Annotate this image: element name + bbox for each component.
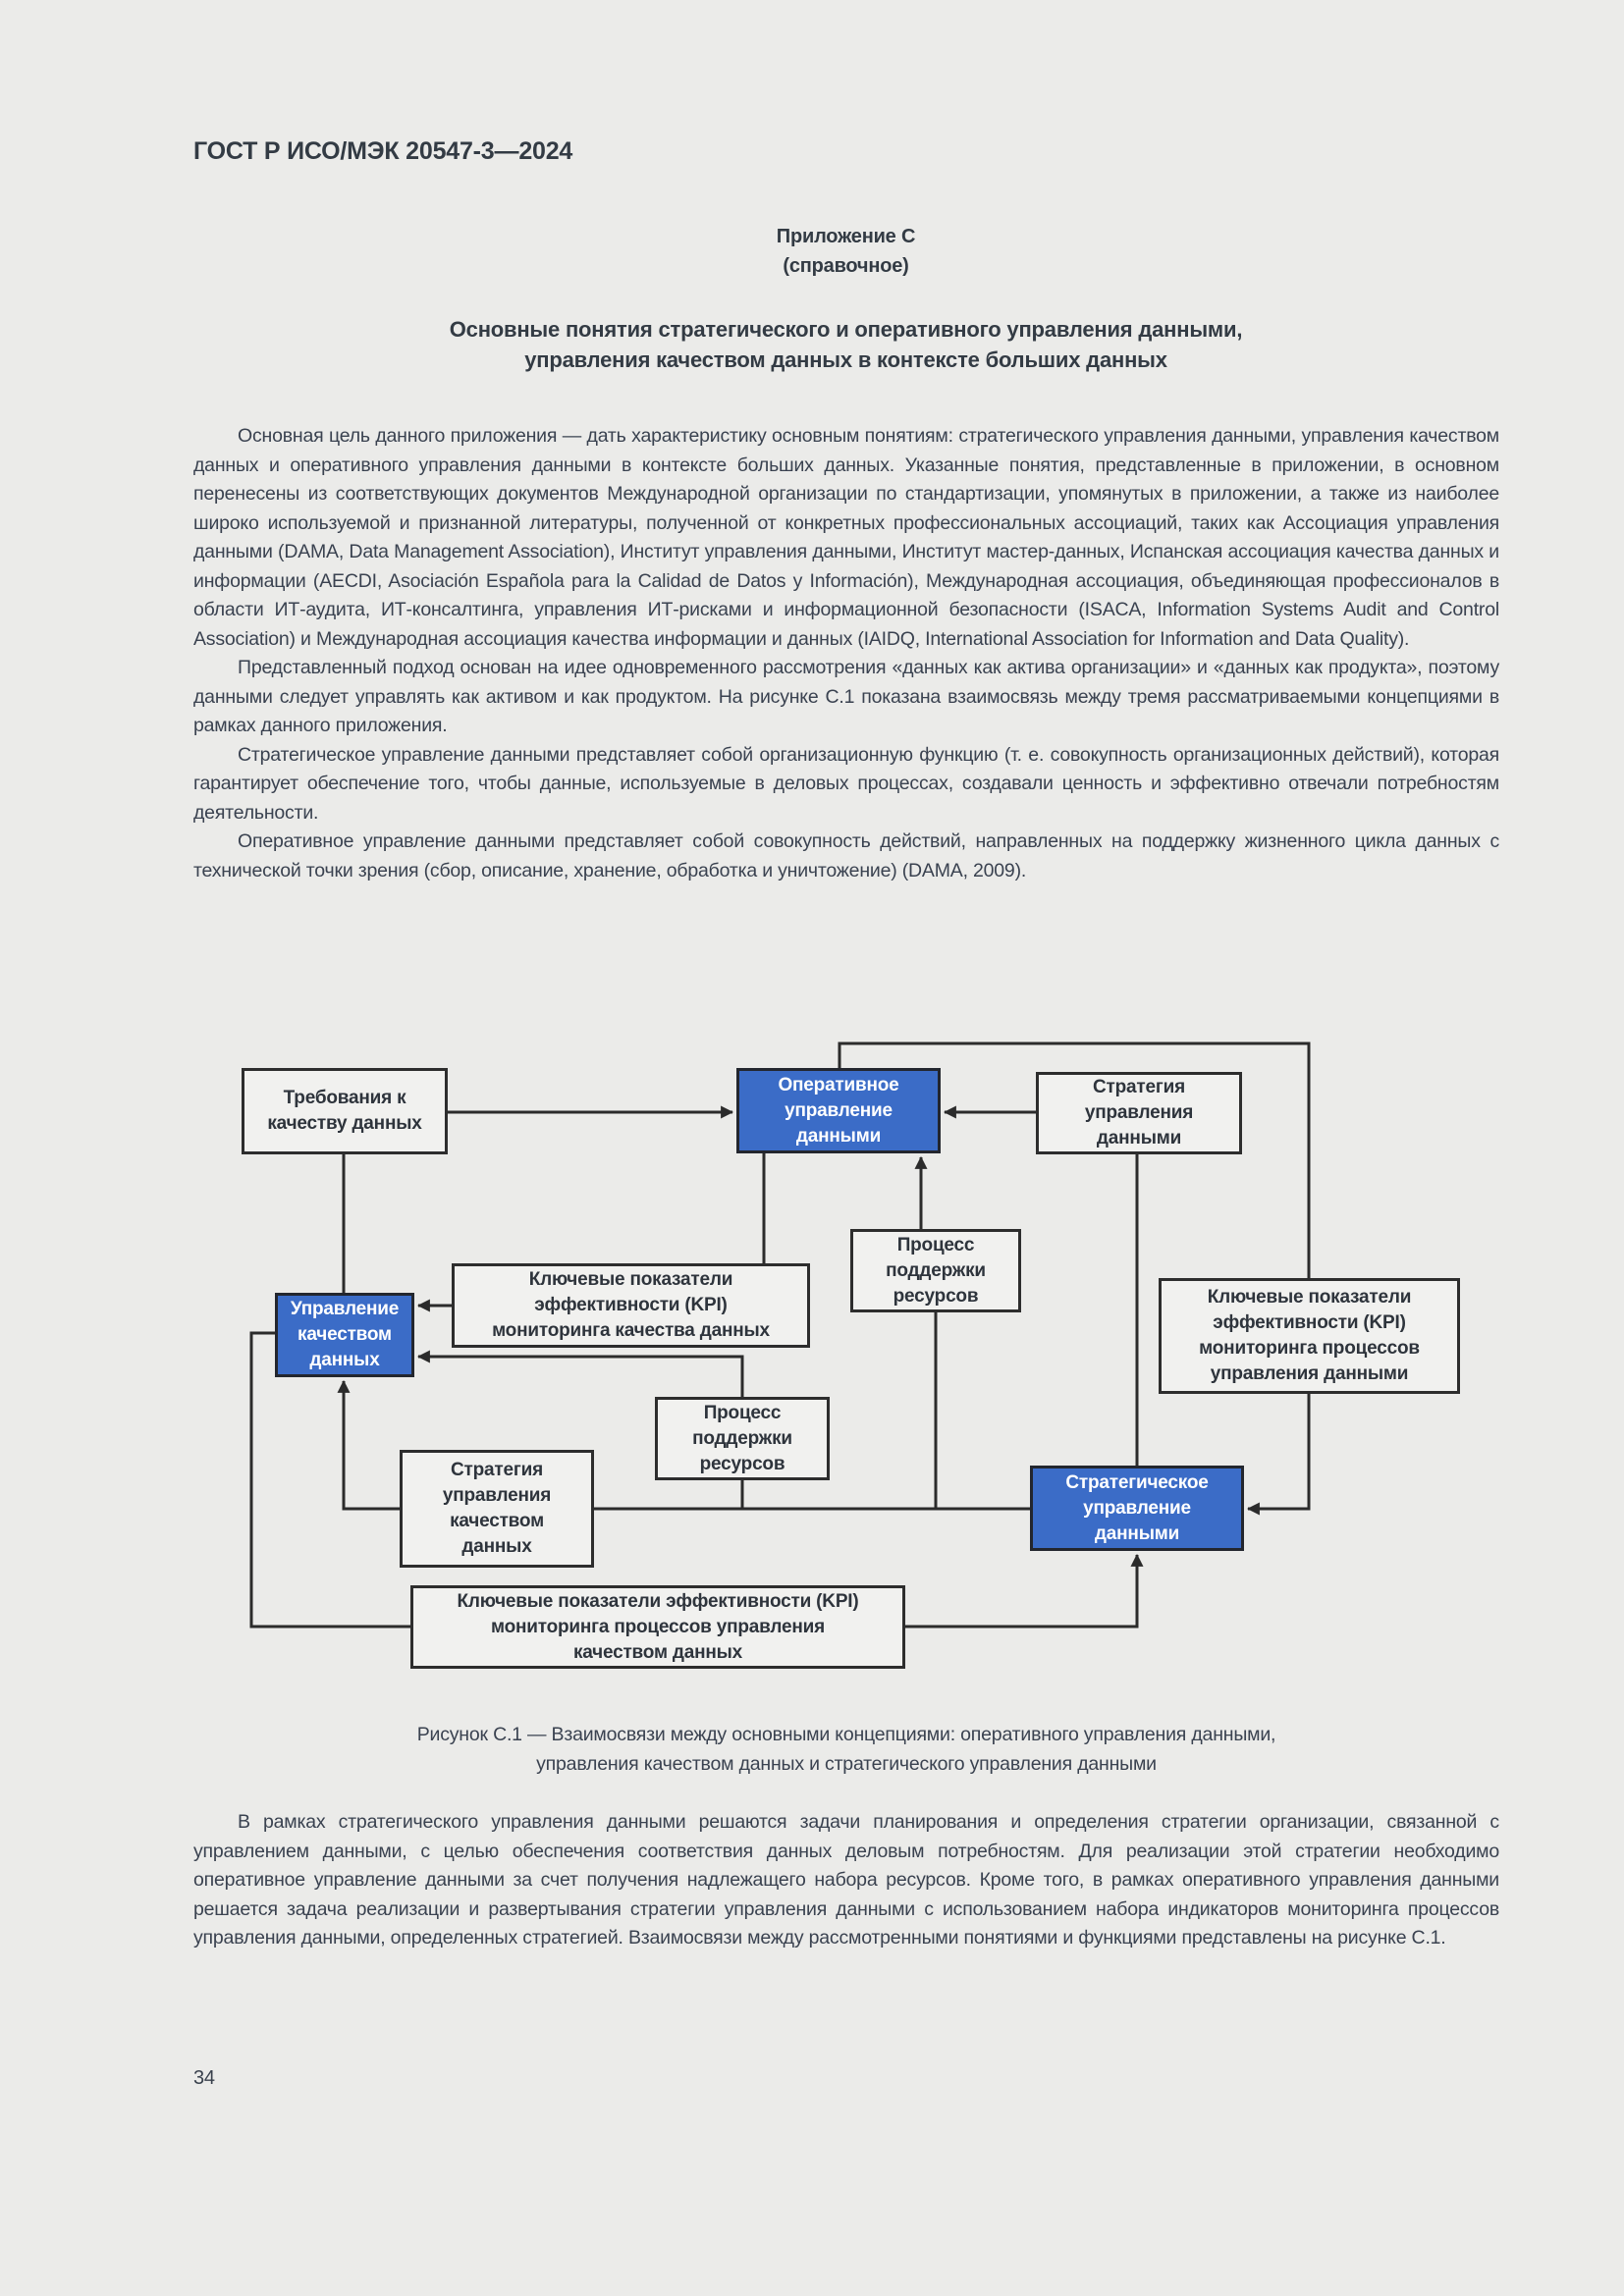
connector-operational-to-kpi-datamgmt — [838, 1041, 1311, 1278]
box-label: Требования к качеству данных — [267, 1088, 422, 1134]
annex-heading: Приложение С (справочное) — [193, 222, 1498, 281]
box-data-quality-management-strategy: Стратегия управления качеством данных — [400, 1450, 594, 1568]
document-title-line1: Основные понятия стратегического и опера… — [449, 317, 1243, 342]
box-resource-support-process-lower: Процесс поддержки ресурсов — [655, 1397, 830, 1480]
box-kpi-quality-management-processes: Ключевые показатели эффективности (KPI) … — [410, 1585, 905, 1669]
connector-kpi-qualproc-to-governance — [905, 1553, 1144, 1629]
box-label: Ключевые показатели эффективности (KPI) … — [457, 1590, 859, 1663]
box-label: Управление качеством данных — [290, 1299, 400, 1370]
figure-caption-line2: управления качеством данных и стратегиче… — [536, 1753, 1157, 1775]
box-label: Процесс поддержки ресурсов — [886, 1234, 986, 1307]
connector-resource-process-to-quality-mgmt — [416, 1350, 744, 1397]
annex-label: Приложение С — [776, 226, 916, 247]
page-number: 34 — [193, 2067, 215, 2089]
box-resource-support-process-upper: Процесс поддержки ресурсов — [850, 1229, 1021, 1312]
box-label: Стратегическое управление данными — [1065, 1471, 1209, 1544]
paragraph: Представленный подход основан на идее од… — [193, 657, 1499, 736]
box-label: Стратегия управления данными — [1084, 1077, 1194, 1148]
box-operational-data-management: Оперативное управление данными — [736, 1068, 941, 1153]
box-kpi-data-management-processes: Ключевые показатели эффективности (KPI) … — [1159, 1278, 1460, 1394]
connector-quality-mgmt-to-kpi-qualproc — [249, 1331, 410, 1629]
connector-kpi-datamgmt-to-governance — [1246, 1394, 1311, 1516]
box-kpi-data-quality-monitoring: Ключевые показатели эффективности (KPI) … — [452, 1263, 810, 1348]
figure-caption: Рисунок С.1 — Взаимосвязи между основным… — [193, 1720, 1499, 1779]
paragraph: В рамках стратегического управления данн… — [193, 1811, 1499, 1949]
document-header: ГОСТ Р ИСО/МЭК 20547-3—2024 — [193, 137, 573, 165]
box-data-quality-management: Управление качеством данных — [275, 1293, 414, 1377]
body-text-block-2: В рамках стратегического управления данн… — [193, 1808, 1499, 1953]
box-label: Ключевые показатели эффективности (KPI) … — [1199, 1287, 1420, 1384]
connector-layer — [249, 1041, 1311, 1629]
box-label: Процесс поддержки ресурсов — [692, 1402, 792, 1474]
document-title-line2: управления качеством данных в контексте … — [524, 347, 1167, 372]
figure-caption-line1: Рисунок С.1 — Взаимосвязи между основным… — [416, 1724, 1276, 1745]
body-text-block-1: Основная цель данного приложения — дать … — [193, 422, 1499, 885]
box-strategic-data-management: Стратегическое управление данными — [1030, 1466, 1244, 1551]
paragraph: Стратегическое управление данными предст… — [193, 743, 1499, 824]
connector-quality-strategy-to-quality-mgmt — [337, 1379, 400, 1511]
box-label: Оперативное управление данными — [778, 1074, 899, 1147]
figure-diagram: Требования к качеству данных Оперативное… — [221, 1031, 1478, 1679]
box-label: Ключевые показатели эффективности (KPI) … — [492, 1269, 770, 1341]
box-data-quality-requirements: Требования к качеству данных — [242, 1068, 448, 1154]
paragraph: Основная цель данного приложения — дать … — [193, 425, 1499, 650]
box-label: Стратегия управления качеством данных — [442, 1460, 552, 1557]
document-title: Основные понятия стратегического и опера… — [193, 314, 1498, 375]
annex-type: (справочное) — [783, 255, 909, 277]
paragraph: Оперативное управление данными представл… — [193, 830, 1499, 881]
box-data-management-strategy: Стратегия управления данными — [1036, 1072, 1242, 1154]
